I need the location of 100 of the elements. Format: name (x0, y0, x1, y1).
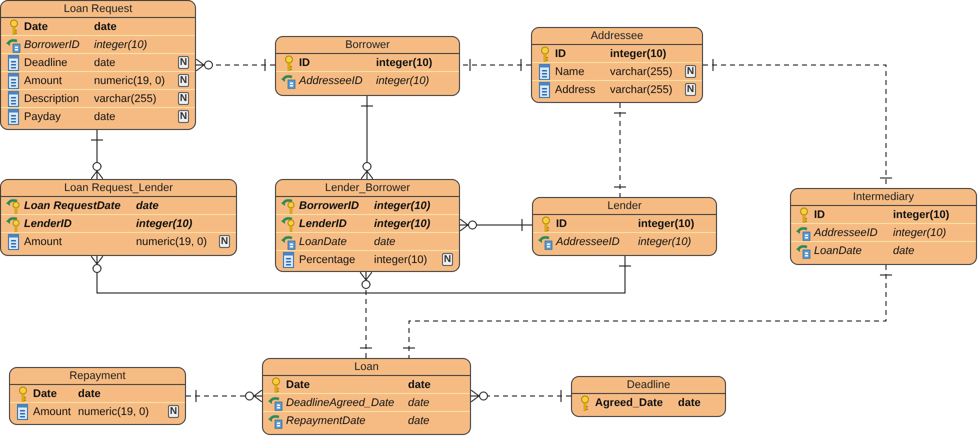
table-row (1, 90, 195, 108)
column-name: AddresseeID (556, 235, 620, 249)
column-name: Amount (24, 74, 62, 88)
entity-table (531, 27, 703, 103)
entity-title: Loan Request (62, 2, 134, 17)
column-name: Deadline (24, 56, 68, 70)
column-name: Amount (24, 235, 62, 249)
data-type: integer(10) (376, 56, 432, 70)
entity-table (532, 197, 717, 256)
column-name: LenderID (299, 217, 347, 231)
column-name: DeadlineAgreed_Date (286, 396, 394, 410)
table-row (532, 45, 702, 63)
nullable-marker: N (685, 83, 696, 96)
data-type: integer(10) (893, 208, 950, 222)
relationship-line (90, 256, 632, 294)
entity-title: Loan Request_Lender (63, 181, 174, 196)
column-name: Description (24, 92, 80, 106)
relationship-line (196, 58, 276, 72)
table-row (263, 376, 470, 394)
data-type: integer(10) (893, 226, 946, 240)
nullable-marker: N (442, 253, 453, 266)
table-row (1, 215, 236, 233)
data-type: integer(10) (374, 199, 430, 213)
data-type: date (408, 414, 430, 428)
entity-table (275, 36, 460, 96)
entity-title: Lender (606, 199, 643, 214)
nullable-marker: N (168, 405, 179, 418)
entity-title: Addressee (590, 29, 644, 44)
relationship-line (360, 96, 374, 180)
entity-table (571, 376, 726, 417)
entity-title: Intermediary (852, 190, 916, 205)
nullable-marker: N (178, 74, 189, 87)
entity-table (0, 179, 237, 256)
column-name: ID (556, 217, 567, 231)
column-name: RepaymentDate (286, 414, 366, 428)
column-name: Date (286, 378, 310, 392)
relationship-line (460, 218, 532, 232)
column-name: AddresseeID (299, 74, 363, 88)
column-name: BorrowerID (299, 199, 359, 213)
column-name: ID (814, 208, 825, 222)
column-name: Loan RequestDate (24, 199, 121, 213)
table-row (276, 233, 459, 251)
data-type: varchar(255) (94, 92, 156, 106)
data-type: integer(10) (136, 217, 192, 231)
table-row (276, 54, 459, 72)
table-row (10, 385, 185, 403)
table-row (532, 63, 702, 81)
relationship-line (402, 264, 892, 358)
nullable-marker: N (178, 56, 189, 69)
column-name: Address (555, 83, 596, 97)
table-row (533, 215, 716, 233)
nullable-marker: N (178, 92, 189, 105)
column-name: Amount (33, 405, 71, 419)
data-type: numeric(19, 0) (78, 405, 149, 419)
column-name: BorrowerID (24, 38, 80, 52)
table-row (276, 215, 459, 233)
data-type: integer(10) (376, 74, 430, 88)
data-type: date (94, 56, 116, 70)
data-type: date (893, 244, 914, 258)
entity-title: Lender_Borrower (324, 181, 411, 196)
data-type: integer(10) (610, 47, 666, 61)
table-row (1, 54, 195, 72)
data-type: date (374, 235, 396, 249)
data-type: varchar(255) (610, 83, 672, 97)
table-row (791, 206, 976, 224)
relationship-line (186, 390, 262, 402)
nullable-marker: N (219, 235, 230, 248)
data-type: integer(10) (94, 38, 148, 52)
data-type: varchar(255) (610, 65, 672, 79)
data-type: date (408, 396, 430, 410)
relationship-line (90, 130, 104, 180)
data-type: integer(10) (374, 217, 430, 231)
entity-table (9, 367, 186, 425)
data-type: integer(10) (374, 253, 428, 267)
entity-table (790, 188, 977, 265)
entity-title: Deadline (626, 378, 672, 393)
data-type: date (78, 387, 101, 401)
column-name: AddresseeID (814, 226, 878, 240)
column-name: LoanDate (814, 244, 862, 258)
table-row (1, 72, 195, 90)
entity-table (275, 179, 460, 272)
table-row (1, 197, 236, 215)
table-row (791, 224, 976, 242)
data-type: date (136, 199, 159, 213)
entity-title: Loan (353, 360, 380, 375)
entity-title: Borrower (344, 38, 391, 53)
column-name: LoanDate (299, 235, 347, 249)
column-name: ID (299, 56, 310, 70)
entity-title: Repayment (68, 369, 127, 384)
table-row (276, 197, 459, 215)
column-name: Payday (24, 110, 61, 124)
column-name: Date (24, 20, 48, 34)
table-row (1, 18, 195, 36)
column-name: Name (555, 65, 584, 79)
data-type: integer(10) (638, 217, 694, 231)
data-type: date (408, 378, 431, 392)
nullable-marker: N (685, 65, 696, 78)
data-type: integer(10) (638, 235, 692, 249)
data-type: numeric(19, 0) (94, 74, 165, 88)
nullable-marker: N (178, 110, 189, 123)
